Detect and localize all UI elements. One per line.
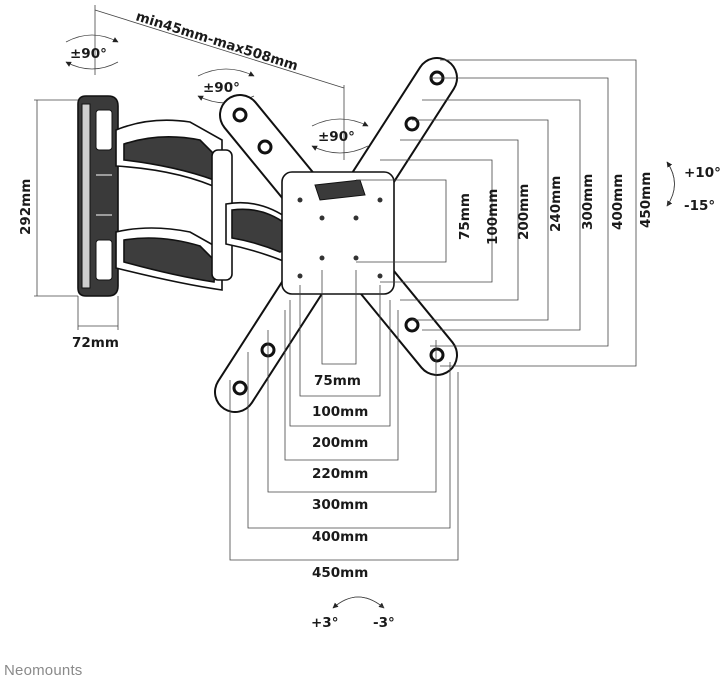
vesa-vertical-label-3: 240mm bbox=[548, 176, 564, 232]
swivel-right-label: -3° bbox=[373, 615, 395, 631]
articulating-arms bbox=[115, 119, 301, 291]
vesa-vertical-label-1: 100mm bbox=[485, 189, 501, 245]
wall-plate-height-label: 292mm bbox=[18, 179, 34, 235]
wall-plate-width-label: 72mm bbox=[72, 335, 119, 351]
tilt-down-label: -15° bbox=[684, 198, 715, 214]
brand-logo-text: Neomounts bbox=[4, 662, 83, 679]
vesa-horizontal-label-6: 450mm bbox=[312, 565, 368, 581]
vesa-vertical-dimensions: 75mm 100mm 200mm 240mm 300mm 400mm 450mm bbox=[356, 59, 654, 367]
vesa-vertical-label-5: 400mm bbox=[610, 174, 626, 230]
swivel-indicator: +3° -3° bbox=[311, 596, 395, 631]
vesa-horizontal-label-1: 100mm bbox=[312, 404, 368, 420]
tilt-indicator: +10° -15° bbox=[666, 161, 720, 214]
vesa-horizontal-label-2: 200mm bbox=[312, 435, 368, 451]
vesa-horizontal-label-4: 300mm bbox=[312, 497, 368, 513]
vesa-horizontal-label-3: 220mm bbox=[312, 466, 368, 482]
wall-plate bbox=[77, 95, 119, 297]
tilt-up-label: +10° bbox=[684, 165, 720, 181]
swivel-left-label: +3° bbox=[311, 615, 338, 631]
vesa-x-plate bbox=[214, 57, 458, 413]
rotation-plate-label: ±90° bbox=[318, 129, 355, 145]
vesa-horizontal-label-0: 75mm bbox=[314, 373, 361, 389]
rotation-indicator-wall: ±90° bbox=[65, 34, 119, 70]
vesa-horizontal-label-5: 400mm bbox=[312, 529, 368, 545]
rotation-wall-label: ±90° bbox=[70, 46, 107, 62]
rotation-indicator-plate: ±90° bbox=[311, 118, 369, 154]
rotation-arm-label: ±90° bbox=[203, 80, 240, 96]
vesa-vertical-label-4: 300mm bbox=[580, 174, 596, 230]
vesa-vertical-label-0: 75mm bbox=[457, 193, 473, 240]
vesa-vertical-label-2: 200mm bbox=[516, 184, 532, 240]
vesa-vertical-label-6: 450mm bbox=[638, 172, 654, 228]
arm-extension-label: min45mm-max508mm bbox=[134, 9, 300, 75]
wall-plate-width-dimension: 72mm bbox=[72, 296, 119, 351]
wall-plate-height-dimension: 292mm bbox=[18, 99, 78, 297]
vesa-horizontal-dimensions: 75mm 100mm 200mm 220mm 300mm 400mm 450mm bbox=[229, 270, 459, 581]
